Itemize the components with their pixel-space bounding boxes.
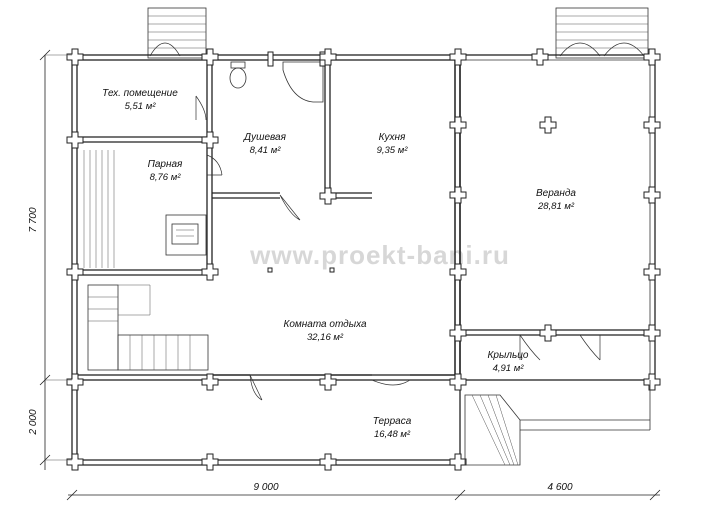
watermark: www.proekt-bani.ru — [249, 240, 510, 270]
room-name: Крыльцо — [488, 350, 529, 361]
room-area: 9,35 м² — [377, 145, 409, 156]
log-post — [449, 373, 467, 391]
shower-fixtures — [229, 61, 324, 103]
room-tech: Тех. помещение 5,51 м² — [102, 88, 178, 112]
log-post — [643, 263, 661, 281]
room-name: Терраса — [373, 416, 412, 427]
log-post — [539, 324, 557, 342]
room-rest: Комната отдыха 32,16 м² — [283, 319, 366, 343]
log-post — [201, 131, 219, 149]
log-post — [449, 116, 467, 134]
room-area: 8,41 м² — [250, 145, 282, 156]
log-post — [449, 186, 467, 204]
interior-stairs — [87, 284, 209, 371]
log-post — [319, 453, 337, 471]
room-area: 16,48 м² — [374, 429, 411, 440]
room-area: 4,91 м² — [493, 363, 525, 374]
log-post — [319, 373, 337, 391]
room-porch: Крыльцо 4,91 м² — [488, 350, 529, 374]
stove — [165, 214, 207, 256]
top-right-stairs — [555, 7, 649, 59]
dimension-width-main: 9 000 — [253, 482, 278, 493]
room-steam: Парная 8,76 м² — [148, 159, 183, 183]
doors — [195, 95, 601, 401]
log-post — [66, 453, 84, 471]
dimension-height-terrace: 2 000 — [28, 409, 39, 435]
dimension-height-main: 7 700 — [28, 207, 39, 232]
log-post — [449, 263, 467, 281]
room-name: Душевая — [243, 132, 287, 143]
log-post — [66, 131, 84, 149]
interior-walls — [77, 60, 650, 380]
log-post — [643, 373, 661, 391]
room-name: Парная — [148, 159, 183, 170]
log-post — [201, 263, 219, 281]
room-name: Комната отдыха — [283, 319, 366, 330]
log-post — [531, 48, 549, 66]
room-area: 28,81 м² — [537, 201, 575, 212]
room-name: Веранда — [536, 188, 576, 199]
steam-room-benches — [83, 150, 115, 268]
log-post — [643, 48, 661, 66]
log-post — [201, 48, 219, 66]
log-post — [201, 373, 219, 391]
log-post — [643, 116, 661, 134]
log-post — [449, 324, 467, 342]
room-terrace: Терраса 16,48 м² — [373, 416, 412, 440]
log-post — [66, 263, 84, 281]
log-post — [643, 186, 661, 204]
log-post — [539, 116, 557, 134]
log-post — [66, 48, 84, 66]
dimension-width-veranda: 4 600 — [547, 482, 572, 493]
small-features — [267, 51, 335, 273]
room-shower: Душевая 8,41 м² — [243, 132, 287, 156]
log-post — [643, 324, 661, 342]
log-post — [319, 187, 337, 205]
room-area: 32,16 м² — [307, 332, 344, 343]
room-veranda: Веранда 28,81 м² — [536, 188, 576, 212]
top-left-stairs — [147, 7, 207, 59]
log-post — [66, 373, 84, 391]
log-post — [319, 48, 337, 66]
dimension-lines — [39, 49, 661, 501]
log-post — [449, 48, 467, 66]
log-post — [201, 453, 219, 471]
room-kitchen: Кухня 9,35 м² — [377, 132, 409, 156]
porch-steps — [464, 380, 651, 466]
room-name: Кухня — [379, 132, 406, 143]
room-area: 5,51 м² — [125, 101, 157, 112]
room-area: 8,76 м² — [150, 172, 182, 183]
room-name: Тех. помещение — [102, 88, 178, 99]
log-posts — [66, 48, 661, 471]
log-post — [449, 453, 467, 471]
